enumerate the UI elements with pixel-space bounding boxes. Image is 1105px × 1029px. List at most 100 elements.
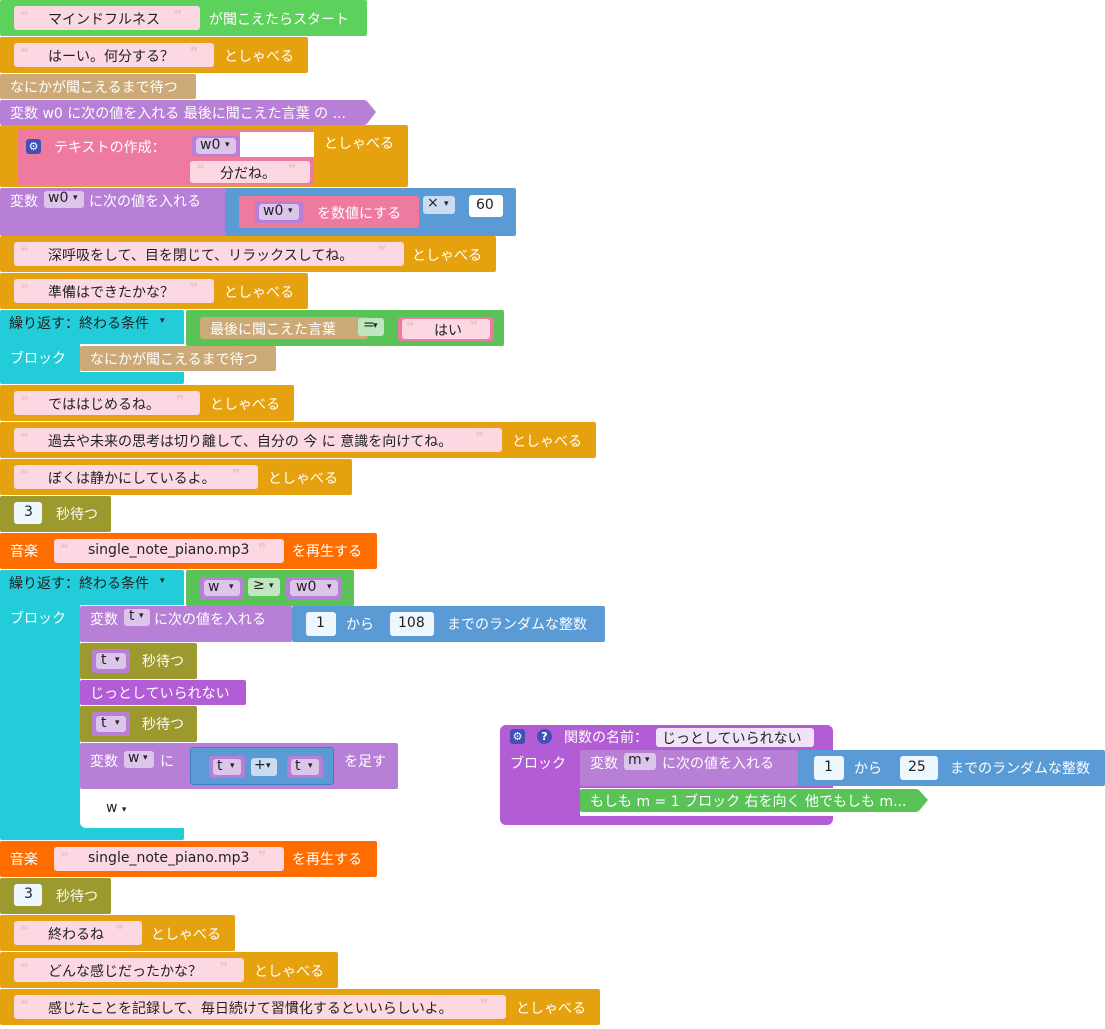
variable-dropdown[interactable]: m ▾ [624, 752, 656, 770]
say-block[interactable]: ❝ 準備はできたかな？ ❞ としゃべる [0, 273, 308, 309]
help-icon[interactable]: ? [537, 729, 552, 744]
operator-dropdown[interactable]: ≥ ▾ [248, 577, 280, 596]
variable-dropdown[interactable]: w0 ▾ [196, 137, 236, 154]
string-slot[interactable]: ❝ single_note_piano.mp3 ❞ [54, 847, 284, 871]
operator-dropdown[interactable]: + ▾ [251, 757, 277, 776]
wait-until-heard-block[interactable]: なにかが聞こえるまで待つ [80, 346, 276, 371]
number-field[interactable]: 1 [814, 756, 844, 780]
say-block[interactable]: ❝ どんな感じだったかな？ ❞ としゃべる [0, 952, 338, 988]
say-block[interactable]: ❝ 感じたことを記録して、毎日続けて習慣化するといいらしいよ。 ❞ としゃべる [0, 989, 600, 1025]
string-value[interactable]: どんな感じだったかな？ [48, 964, 202, 980]
trailing-variable-dropdown[interactable]: w ▾ [106, 800, 126, 816]
variable-getter[interactable]: t ▾ [92, 649, 130, 673]
string-value[interactable]: 終わるね [48, 927, 104, 943]
string-slot[interactable]: ❝ single_note_piano.mp3 ❞ [54, 539, 284, 563]
set-variable-block[interactable]: 変数 m ▾ に次の値を入れる [580, 750, 798, 786]
variable-dropdown[interactable]: t ▾ [96, 652, 126, 669]
string-slot[interactable]: ❝ 過去や未来の思考は切り離して、自分の 今 に 意識を向けてね。 ❞ [14, 428, 502, 452]
string-block[interactable]: ❝ はい ❞ [398, 317, 494, 341]
start-on-hear-block[interactable]: ❝ マインドフルネス ❞ が聞こえたらスタート [0, 0, 367, 36]
say-block[interactable]: ❝ 過去や未来の思考は切り離して、自分の 今 に 意識を向けてね。 ❞ としゃべ… [0, 422, 596, 458]
math-arithmetic-block[interactable]: w0 ▾ を数値にする × ▾ 60 [225, 188, 516, 236]
variable-dropdown[interactable]: t ▾ [291, 758, 319, 775]
wait-until-heard-block[interactable]: なにかが聞こえるまで待つ [0, 74, 196, 99]
call-function-block[interactable]: じっとしていられない [80, 680, 246, 705]
variable-getter[interactable]: w0 ▾ [192, 136, 240, 156]
string-value[interactable]: 感じたことを記録して、毎日続けて習慣化するといいらしいよ。 [48, 1001, 453, 1017]
string-value[interactable]: single_note_piano.mp3 [88, 850, 250, 866]
variable-dropdown[interactable]: t ▾ [213, 758, 241, 775]
variable-dropdown[interactable]: w0 ▾ [259, 203, 299, 220]
string-value[interactable]: マインドフルネス [48, 12, 160, 28]
number-value[interactable]: 25 [908, 759, 926, 775]
create-text-block[interactable]: ⚙ テキストの作成： w0 ▾ ❝ 分だね。 ❞ [18, 129, 314, 185]
number-value[interactable]: 1 [316, 615, 325, 631]
wait-seconds-block[interactable]: 3 秒待つ [0, 496, 111, 532]
number-value[interactable]: 3 [24, 886, 33, 902]
last-heard-block[interactable]: 最後に聞こえた言葉 [200, 317, 368, 339]
string-value[interactable]: ぼくは静かにしているよ。 [48, 471, 216, 487]
string-value[interactable]: 分だね。 [220, 166, 276, 182]
string-slot[interactable]: ❝ どんな感じだったかな？ ❞ [14, 958, 244, 982]
set-variable-block[interactable]: 変数 t ▾ に次の値を入れる [80, 606, 292, 642]
say-block[interactable]: ❝ 深呼吸をして、目を閉じて、リラックスしてね。 ❞ としゃべる [0, 236, 496, 272]
compare-block[interactable]: 最後に聞こえた言葉 = ▾ ❝ はい ❞ [186, 310, 504, 346]
wait-seconds-block[interactable]: t ▾ 秒待つ [80, 706, 197, 742]
wait-seconds-block[interactable]: 3 秒待つ [0, 878, 111, 914]
random-integer-block[interactable]: 1 から 108 までのランダムな整数 [292, 606, 605, 642]
variable-getter[interactable]: w ▾ [200, 577, 244, 599]
gear-icon[interactable]: ⚙ [510, 729, 525, 744]
string-value[interactable]: 深呼吸をして、目を閉じて、リラックスしてね。 [48, 248, 354, 264]
gear-icon[interactable]: ⚙ [26, 139, 41, 154]
operator-dropdown[interactable]: × ▾ [423, 195, 455, 214]
number-field[interactable]: 108 [390, 612, 434, 636]
say-block[interactable]: ❝ ぼくは静かにしているよ。 ❞ としゃべる [0, 459, 352, 495]
number-field[interactable]: 1 [306, 612, 336, 636]
number-field[interactable]: 3 [14, 502, 42, 524]
number-value[interactable]: 1 [824, 759, 833, 775]
chevron-down-icon[interactable]: ▾ [160, 576, 165, 586]
say-block[interactable]: ❝ でははじめるね。 ❞ としゃべる [0, 385, 294, 421]
random-integer-block[interactable]: 1 から 25 までのランダムな整数 [798, 750, 1105, 786]
variable-dropdown[interactable]: w ▾ [204, 579, 240, 596]
variable-dropdown[interactable]: w ▾ [124, 750, 154, 768]
if-else-collapsed-block[interactable]: もしも m = 1 ブロック 右を向く 他でもしも m... [580, 789, 918, 812]
variable-getter[interactable]: t ▾ [209, 756, 245, 778]
variable-getter[interactable]: w0 ▾ [286, 577, 342, 599]
string-slot[interactable]: ❝ 深呼吸をして、目を閉じて、リラックスしてね。 ❞ [14, 242, 404, 266]
variable-dropdown[interactable]: w0 ▾ [44, 190, 84, 208]
string-slot[interactable]: ❝ でははじめるね。 ❞ [14, 391, 200, 415]
string-slot[interactable]: ❝ 分だね。 ❞ [190, 161, 310, 183]
string-value[interactable]: 準備はできたかな？ [48, 285, 174, 301]
string-value[interactable]: はい [434, 323, 462, 339]
function-name-field[interactable]: じっとしていられない [656, 728, 814, 747]
compare-block[interactable]: w ▾ ≥ ▾ w0 ▾ [186, 570, 354, 606]
number-field[interactable]: 25 [900, 756, 938, 780]
say-block[interactable]: ⚙ テキストの作成： w0 ▾ ❝ 分だね。 ❞ としゃべる [0, 125, 408, 187]
math-arithmetic-block[interactable]: t ▾ + ▾ t ▾ [190, 747, 334, 785]
say-block[interactable]: ❝ 終わるね ❞ としゃべる [0, 915, 235, 951]
number-field[interactable]: 60 [469, 195, 503, 217]
string-value[interactable]: single_note_piano.mp3 [88, 542, 250, 558]
string-slot[interactable]: ❝ はーい。何分する？ ❞ [14, 43, 214, 67]
variable-getter[interactable]: w0 ▾ [255, 201, 303, 223]
string-slot[interactable]: ❝ 感じたことを記録して、毎日続けて習慣化するといいらしいよ。 ❞ [14, 995, 506, 1019]
string-value[interactable]: はーい。何分する？ [48, 49, 174, 65]
number-value[interactable]: 60 [476, 197, 494, 213]
variable-getter[interactable]: t ▾ [92, 712, 130, 736]
play-music-block[interactable]: 音楽 ❝ single_note_piano.mp3 ❞ を再生する [0, 533, 377, 569]
wait-seconds-block[interactable]: t ▾ 秒待つ [80, 643, 197, 679]
string-slot[interactable]: ❝ はい ❞ [402, 319, 490, 339]
variable-dropdown[interactable]: t ▾ [124, 608, 150, 626]
chevron-down-icon[interactable]: ▾ [160, 316, 165, 326]
string-slot[interactable]: ❝ ぼくは静かにしているよ。 ❞ [14, 465, 258, 489]
string-value[interactable]: 過去や未来の思考は切り離して、自分の 今 に 意識を向けてね。 [48, 434, 453, 450]
variable-getter[interactable]: t ▾ [287, 756, 323, 778]
number-value[interactable]: 108 [398, 615, 425, 631]
number-value[interactable]: 3 [24, 504, 33, 520]
to-number-block[interactable]: w0 ▾ を数値にする [239, 196, 419, 228]
string-value[interactable]: でははじめるね。 [48, 397, 160, 413]
string-slot[interactable]: ❝ 終わるね ❞ [14, 921, 142, 945]
variable-dropdown[interactable]: t ▾ [96, 715, 126, 732]
set-variable-block[interactable]: 変数 w0 ▾ に次の値を入れる w0 ▾ を数値にする × ▾ 60 [0, 188, 516, 236]
